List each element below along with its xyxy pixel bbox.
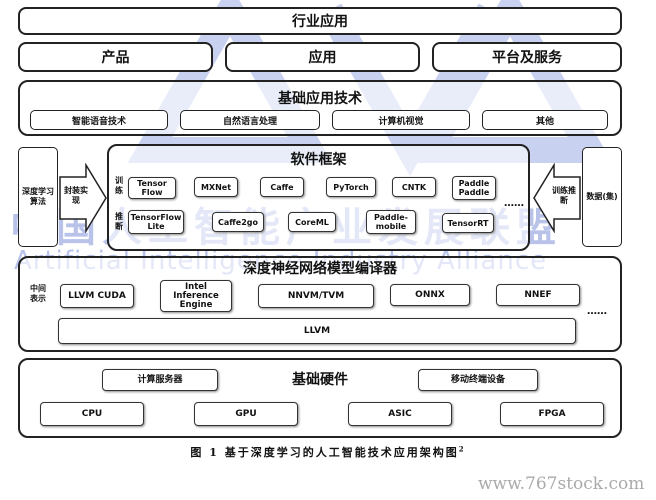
train-label: 训练 — [115, 176, 123, 195]
tech-item-label: 其他 — [535, 116, 554, 127]
tech-item-label: 计算机视觉 — [378, 116, 424, 127]
framework-cntk: CNTK — [392, 177, 436, 197]
chip-label: FPGA — [538, 408, 566, 419]
chip-label: GPU — [235, 408, 257, 419]
deep-learning-algorithm-label: 深度学习算法 — [22, 187, 54, 206]
framework-paddlepaddle: Paddle Paddle — [452, 176, 496, 200]
framework-mxnet: MXNet — [194, 177, 238, 197]
train-infer-arrow-icon — [533, 163, 581, 233]
framework-label: Paddle-mobile — [374, 213, 408, 231]
hardware-item-label: 移动终端设备 — [450, 374, 505, 385]
compute-server-box: 计算服务器 — [102, 369, 218, 391]
compiler-llvm-cuda: LLVM CUDA — [60, 284, 134, 308]
framework-caffe: Caffe — [260, 177, 304, 197]
compiler-item-label: NNEF — [524, 289, 552, 300]
chip-label: ASIC — [388, 408, 412, 419]
chip-cpu: CPU — [40, 402, 144, 426]
applications-label: 应用 — [308, 50, 337, 66]
framework-label: MXNet — [200, 182, 232, 192]
framework-pytorch: PyTorch — [326, 177, 376, 197]
industry-application-label: 行业应用 — [292, 14, 348, 30]
applications-box: 应用 — [225, 42, 420, 72]
encapsulate-arrow-icon — [59, 163, 107, 233]
compiler-nnvm-tvm: NNVM/TVM — [258, 284, 374, 308]
chip-fpga: FPGA — [500, 402, 604, 426]
deep-learning-algorithm-box: 深度学习算法 — [18, 147, 58, 247]
chip-gpu: GPU — [194, 402, 298, 426]
framework-label: Paddle Paddle — [458, 179, 490, 197]
framework-coreml: CoreML — [288, 212, 336, 232]
compiler-item-label: NNVM/TVM — [287, 290, 345, 301]
framework-paddle-mobile: Paddle-mobile — [366, 210, 416, 234]
tech-item-label: 自然语言处理 — [222, 116, 277, 127]
industry-application-box: 行业应用 — [18, 7, 622, 35]
framework-label: Caffe — [270, 182, 294, 192]
tech-item-speech: 智能语音技术 — [30, 110, 168, 130]
tech-item-nlp: 自然语言处理 — [180, 110, 320, 130]
figure-caption-sup: 2 — [458, 444, 466, 454]
framework-label: PyTorch — [333, 182, 369, 192]
framework-ellipsis: …… — [504, 198, 524, 209]
software-framework-title: 软件框架 — [290, 152, 347, 168]
tech-item-other: 其他 — [482, 110, 608, 130]
products-label: 产品 — [101, 50, 130, 66]
framework-tensorrt: TensorRT — [442, 213, 494, 233]
compiler-item-label: LLVM CUDA — [68, 290, 126, 301]
framework-label: TensorFlow Lite — [130, 213, 182, 231]
platform-services-box: 平台及服务 — [432, 42, 622, 72]
figure-caption-text: 图 1 基于深度学习的人工智能技术应用架构图 — [190, 446, 459, 459]
products-box: 产品 — [18, 42, 213, 72]
framework-label: Tensor Flow — [137, 179, 167, 197]
hardware-item-label: 计算服务器 — [137, 374, 183, 385]
compiler-intel-inference-engine: Intel Inference Engine — [160, 280, 232, 312]
dataset-box: 数据(集) — [582, 147, 622, 247]
figure-caption: 图 1 基于深度学习的人工智能技术应用架构图2 — [0, 444, 656, 460]
hardware-title: 基础硬件 — [292, 372, 348, 388]
mobile-device-box: 移动终端设备 — [418, 369, 538, 391]
framework-label: TensorRT — [447, 218, 489, 228]
platform-services-label: 平台及服务 — [492, 50, 562, 66]
framework-caffe2go: Caffe2go — [212, 212, 264, 232]
basic-app-tech-title: 基础应用技术 — [278, 91, 362, 107]
chip-label: CPU — [81, 408, 103, 419]
dataset-label: 数据(集) — [586, 192, 618, 201]
compiler-ellipsis: …… — [587, 306, 607, 317]
chip-asic: ASIC — [348, 402, 452, 426]
compiler-item-label: ONNX — [415, 289, 445, 300]
infer-label: 推断 — [115, 212, 123, 231]
compiler-title: 深度神经网络模型编译器 — [243, 261, 397, 277]
compiler-nnef: NNEF — [496, 284, 580, 306]
tech-item-vision: 计算机视觉 — [332, 110, 470, 130]
compiler-llvm: LLVM — [58, 318, 576, 344]
compiler-item-label: LLVM — [303, 325, 331, 336]
ir-label: 中间表示 — [30, 284, 46, 303]
encapsulate-label: 封装实现 — [64, 186, 88, 205]
framework-tensorflow-lite: TensorFlow Lite — [128, 210, 184, 234]
framework-tensorflow: Tensor Flow — [128, 177, 176, 199]
compiler-onnx: ONNX — [390, 284, 470, 306]
compiler-item-label: Intel Inference Engine — [173, 281, 219, 310]
framework-label: CoreML — [295, 217, 329, 227]
framework-label: Caffe2go — [218, 217, 258, 227]
train-infer-label: 训练推断 — [552, 186, 576, 205]
tech-item-label: 智能语音技术 — [71, 116, 126, 127]
framework-label: CNTK — [401, 182, 427, 192]
